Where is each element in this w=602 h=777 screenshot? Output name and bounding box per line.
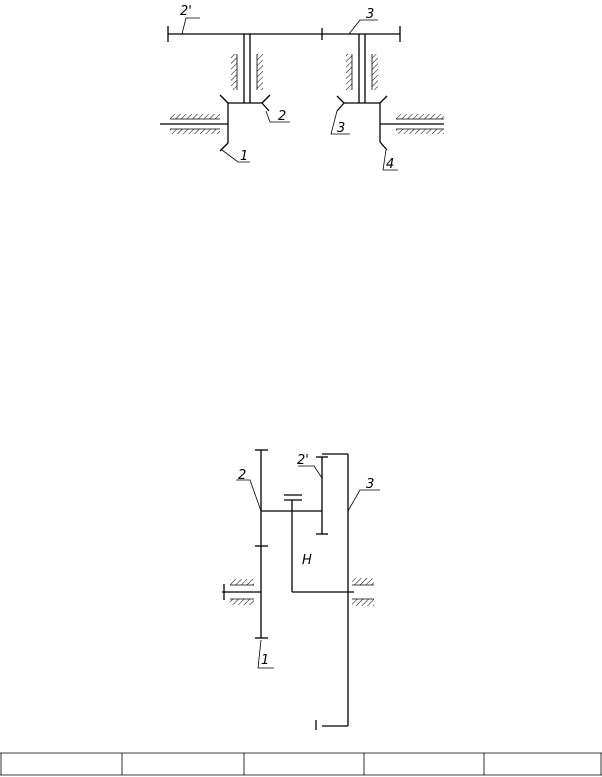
label-gear-1: 1	[240, 149, 248, 164]
bearing-hatch	[396, 129, 444, 134]
label-gear-4: 4	[386, 157, 394, 172]
bearing-hatch	[257, 54, 263, 90]
label-gear-3: 3	[366, 477, 374, 492]
top-bevel-gear-diagram: 2' 3 2 3 1 4	[160, 4, 444, 172]
bearing-hatch	[346, 54, 352, 90]
bearing-hatch	[170, 114, 220, 119]
label-gear-2-prime: 2'	[297, 453, 309, 468]
footer-table	[0, 752, 602, 776]
label-gear-3-lower: 3	[337, 121, 345, 136]
bearing-hatch	[230, 599, 254, 605]
bearing-hatch	[170, 129, 220, 134]
bearing-hatch	[352, 578, 374, 585]
bearing-hatch	[396, 114, 444, 119]
label-gear-2: 2	[278, 109, 286, 124]
bearing-hatch	[372, 54, 378, 90]
label-gear-3: 3	[366, 7, 374, 22]
label-gear-2: 2	[238, 468, 246, 483]
label-carrier-h: H	[302, 553, 312, 568]
bearing-hatch	[230, 579, 254, 585]
label-gear-2-prime: 2'	[180, 4, 192, 19]
bearing-hatch	[231, 54, 237, 90]
label-gear-1: 1	[261, 653, 269, 668]
bearing-hatch	[352, 599, 374, 606]
planetary-gear-diagram: 2 2' 3 H 1	[222, 449, 380, 730]
